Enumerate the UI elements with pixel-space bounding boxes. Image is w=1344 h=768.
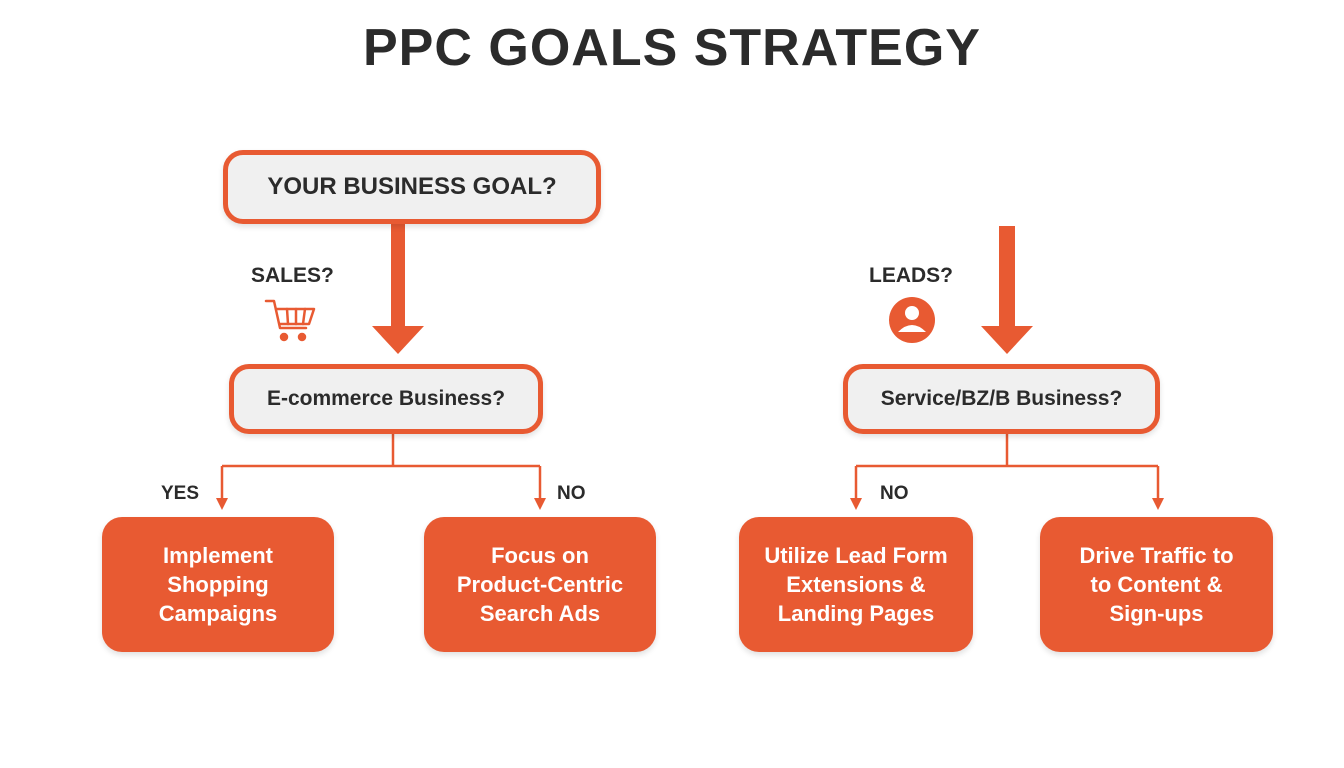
- leads-label: LEADS?: [869, 264, 953, 287]
- left-split-connector: [220, 432, 542, 500]
- no-arrowhead-right: [850, 498, 862, 510]
- outcome-lead-form-extensions: Utilize Lead Form Extensions & Landing P…: [739, 517, 973, 652]
- outcome-content-signups: Drive Traffic to to Content & Sign-ups: [1040, 517, 1273, 652]
- sales-label: SALES?: [251, 264, 334, 287]
- no-label-right: NO: [880, 483, 909, 504]
- outcome-shopping-campaigns: Implement Shopping Campaigns: [102, 517, 334, 652]
- diagram-title: PPC GOALS STRATEGY: [363, 19, 981, 77]
- main-down-arrow-left: [372, 220, 424, 354]
- main-down-arrow-right: [981, 226, 1033, 354]
- no-arrowhead-left: [534, 498, 546, 510]
- right-split-connector: [854, 432, 1160, 500]
- outcome-arrowhead-right: [1152, 498, 1164, 510]
- user-icon: [889, 297, 935, 343]
- ecommerce-question-box: E-commerce Business?: [229, 364, 543, 434]
- root-question-box: YOUR BUSINESS GOAL?: [223, 150, 601, 224]
- service-question-box: Service/BZ/B Business?: [843, 364, 1160, 434]
- no-label-left: NO: [557, 483, 586, 504]
- outcome-product-search-ads: Focus on Product-Centric Search Ads: [424, 517, 656, 652]
- shopping-cart-icon: [264, 299, 316, 342]
- yes-arrowhead-left: [216, 498, 228, 510]
- yes-label-left: YES: [161, 483, 200, 504]
